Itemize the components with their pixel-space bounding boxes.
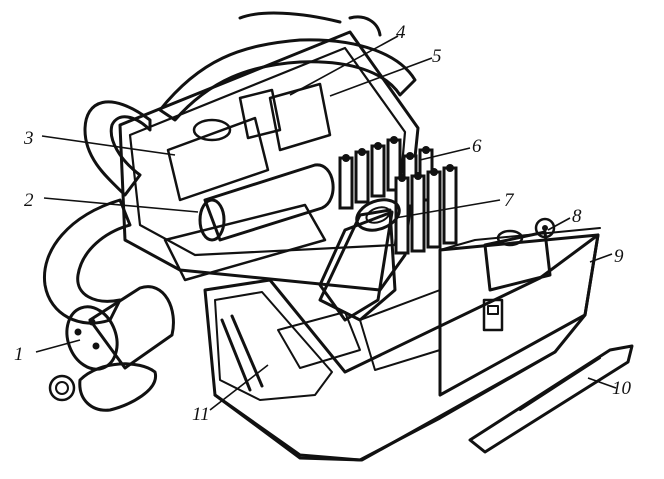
callout-5: 5 bbox=[432, 46, 442, 67]
callout-1: 1 bbox=[14, 344, 24, 365]
gauge-device bbox=[483, 217, 556, 292]
callout-labels: 1 2 3 4 5 6 7 8 9 10 11 bbox=[14, 22, 632, 425]
callout-7: 7 bbox=[504, 190, 515, 211]
callout-8: 8 bbox=[572, 206, 582, 227]
callout-6: 6 bbox=[472, 136, 482, 157]
callout-4: 4 bbox=[396, 22, 406, 43]
callout-10: 10 bbox=[612, 378, 632, 399]
callout-11: 11 bbox=[192, 404, 210, 425]
end-drum bbox=[65, 285, 175, 371]
inner-hardware bbox=[163, 82, 361, 392]
case-body bbox=[48, 30, 601, 462]
leader-lines bbox=[35, 35, 617, 411]
callout-2: 2 bbox=[24, 190, 34, 211]
tube-rack bbox=[318, 136, 458, 322]
loose-wand bbox=[468, 344, 634, 454]
callout-3: 3 bbox=[23, 128, 34, 149]
callout-9: 9 bbox=[614, 246, 624, 267]
